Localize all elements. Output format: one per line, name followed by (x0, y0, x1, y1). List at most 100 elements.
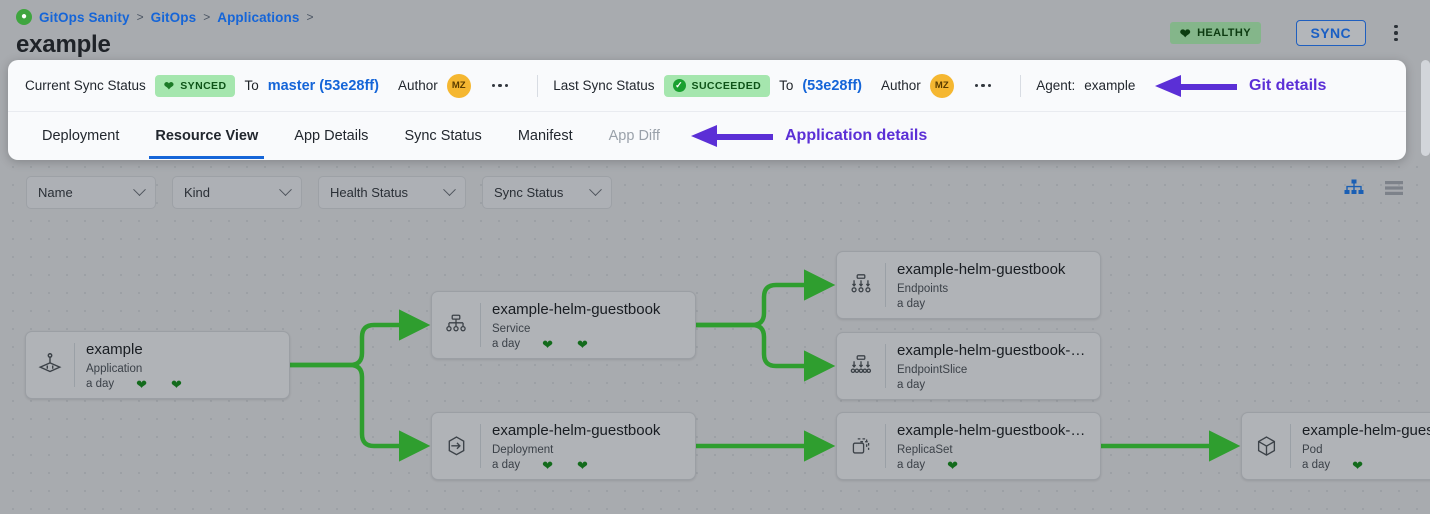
page-header: ● GitOps Sanity > GitOps > Applications … (0, 0, 1430, 60)
node-age: a day (492, 459, 521, 472)
filter-kind-dropdown[interactable]: Kind (172, 176, 302, 209)
node-age: a day (86, 378, 115, 391)
chevron-down-icon (589, 183, 602, 197)
chevron-down-icon (443, 183, 456, 197)
sync-heart-icon: ❤ (577, 457, 588, 473)
avatar[interactable]: MZ (446, 73, 471, 98)
more-horizontal-icon[interactable] (488, 83, 513, 88)
divider (537, 74, 539, 97)
node-divider (885, 424, 886, 468)
current-revision-link[interactable]: master (53e28ff) (267, 77, 379, 94)
pill-label: SYNCED (180, 79, 227, 92)
node-divider (885, 344, 886, 388)
node-meta: a day ❤ (1302, 459, 1430, 472)
node-meta: a day ❤ ❤ (86, 378, 279, 391)
tree-view-icon[interactable] (1344, 179, 1364, 202)
graph-edges (287, 269, 1241, 462)
tab-label: Resource View (155, 127, 259, 144)
app-summary-panel: Current Sync Status ❤ SYNCED To master (… (8, 60, 1406, 160)
page-title: example (16, 31, 111, 58)
gitops-logo-icon: ● (16, 9, 32, 25)
pill-label: SUCCEEDED (691, 79, 762, 92)
tab-manifest[interactable]: Manifest (500, 112, 591, 159)
node-age: a day (897, 459, 926, 472)
current-author-label: Author (397, 78, 438, 93)
tab-app-diff[interactable]: App Diff (591, 112, 678, 159)
last-sync-status-label: Last Sync Status (553, 78, 655, 93)
last-revision-link[interactable]: (53e28ff) (802, 77, 862, 94)
endpoints-icon (837, 252, 885, 318)
chevron-down-icon (133, 183, 146, 197)
graph-node-endpointslice[interactable]: example-helm-guestbook-ct... EndpointSli… (836, 332, 1101, 400)
tab-label: App Diff (608, 127, 660, 144)
health-heart-icon: ❤ (136, 376, 148, 392)
node-title: example-helm-guest (1302, 422, 1430, 439)
current-sync-status-pill: ❤ SYNCED (154, 74, 236, 97)
node-title: example-helm-guestbook-74... (897, 422, 1090, 439)
node-kind: Service (492, 322, 531, 335)
endpointslice-icon (837, 333, 885, 399)
graph-node-replicaset[interactable]: example-helm-guestbook-74... ReplicaSet … (836, 412, 1101, 480)
list-view-icon[interactable] (1384, 179, 1404, 202)
breadcrumb-item-gitops-sanity[interactable]: GitOps Sanity (39, 9, 130, 25)
node-age: a day (897, 378, 926, 391)
graph-node-service[interactable]: example-helm-guestbook Service a day ❤ ❤ (431, 291, 696, 359)
current-sync-status-label: Current Sync Status (25, 78, 146, 93)
filter-name-dropdown[interactable]: Name (26, 176, 156, 209)
node-divider (480, 303, 481, 347)
tab-label: Deployment (42, 127, 120, 144)
graph-node-endpoints[interactable]: example-helm-guestbook Endpoints a day (836, 251, 1101, 319)
filter-sync-status-dropdown[interactable]: Sync Status (482, 176, 612, 209)
filter-health-status-dropdown[interactable]: Health Status (318, 176, 466, 209)
replicaset-icon (837, 413, 885, 479)
sync-button[interactable]: SYNC (1295, 20, 1366, 46)
breadcrumb-item-applications[interactable]: Applications (217, 9, 300, 25)
application-icon (26, 332, 74, 398)
resource-graph-canvas[interactable]: example Application a day ❤ ❤ (0, 156, 1430, 514)
node-divider (1290, 424, 1291, 468)
annotation-git-details: Git details (1155, 75, 1326, 97)
agent-value: example (1084, 78, 1136, 93)
breadcrumb-separator: > (306, 10, 314, 24)
chevron-down-icon (279, 183, 292, 197)
graph-node-application[interactable]: example Application a day ❤ ❤ (25, 331, 290, 399)
node-divider (74, 343, 75, 387)
health-badge-label: HEALTHY (1197, 27, 1251, 39)
node-body: example-helm-guestbook Deployment a day … (481, 413, 695, 479)
last-to-label: To (779, 78, 794, 93)
node-title: example-helm-guestbook (492, 422, 661, 439)
current-sync-status-group: Current Sync Status ❤ SYNCED To master (… (18, 73, 519, 98)
vertical-scrollbar[interactable] (1421, 60, 1430, 156)
graph-node-pod[interactable]: example-helm-guest Pod a day ❤ (1241, 412, 1430, 480)
node-age: a day (1302, 459, 1331, 472)
node-body: example-helm-guest Pod a day ❤ (1291, 413, 1430, 479)
sync-heart-icon: ❤ (577, 336, 588, 352)
node-age: a day (492, 338, 521, 351)
health-heart-icon: ❤ (542, 336, 554, 352)
node-kind: Deployment (492, 443, 554, 456)
avatar[interactable]: MZ (929, 73, 954, 98)
annotation-label: Application details (785, 127, 928, 144)
health-heart-icon: ❤ (1352, 457, 1364, 473)
resource-filter-toolbar: Name Kind Health Status Sync Status (0, 165, 1430, 220)
filter-label: Sync Status (494, 185, 564, 200)
more-vertical-icon[interactable] (1388, 22, 1404, 44)
annotation-arrow-icon (691, 125, 773, 147)
graph-node-deployment[interactable]: example-helm-guestbook Deployment a day … (431, 412, 696, 480)
node-meta: a day ❤ ❤ (492, 459, 685, 472)
agent-label: Agent: (1036, 78, 1076, 93)
pod-icon (1242, 413, 1290, 479)
tab-deployment[interactable]: Deployment (24, 112, 137, 159)
node-kind: Application (86, 362, 143, 375)
tab-label: App Details (294, 127, 369, 144)
tab-app-details[interactable]: App Details (276, 112, 386, 159)
more-horizontal-icon[interactable] (971, 83, 996, 88)
breadcrumb-item-gitops[interactable]: GitOps (150, 9, 197, 25)
tab-sync-status[interactable]: Sync Status (386, 112, 499, 159)
node-body: example-helm-guestbook-ct... EndpointSli… (886, 333, 1100, 399)
heart-icon: ❤ (1179, 25, 1192, 41)
breadcrumb-separator: > (203, 10, 211, 24)
filter-group: Name Kind Health Status Sync Status (26, 176, 612, 209)
tab-resource-view[interactable]: Resource View (137, 112, 276, 159)
